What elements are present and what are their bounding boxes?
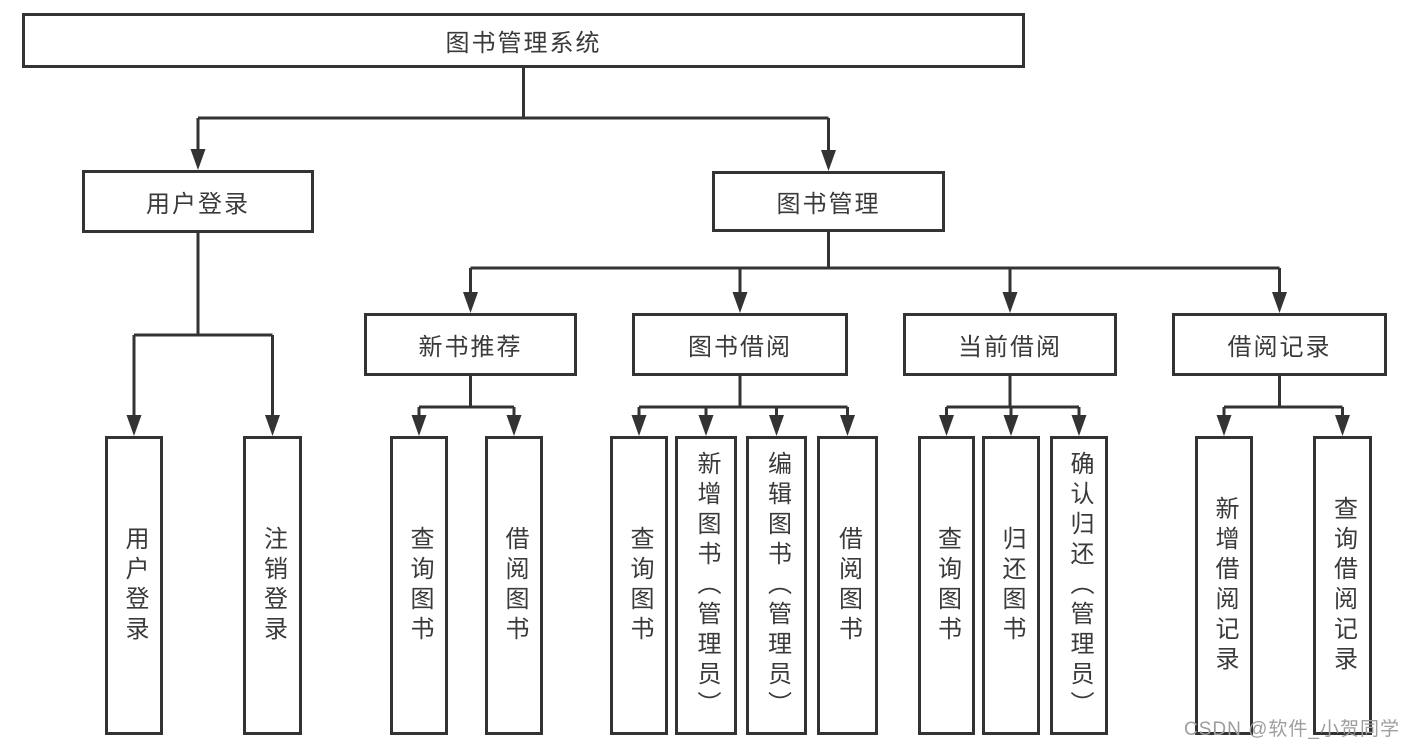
node-book-management: 图书管理 (712, 171, 945, 232)
node-label: 借阅图书 (501, 525, 528, 646)
node-borrow-records: 借阅记录 (1172, 313, 1387, 376)
arrowhead-down (840, 415, 855, 436)
leaf-borrow-book: 借阅图书 (485, 436, 543, 735)
leaf-confirm-return-admin: 确认归还（管理员） (1050, 436, 1108, 735)
arrowhead-down (126, 415, 142, 436)
node-label: 用户登录 (121, 525, 148, 646)
arrowhead-down (1003, 415, 1019, 436)
arrowhead-down (265, 415, 280, 436)
leaf-logout: 注销登录 (243, 436, 302, 735)
arrowhead-down (1216, 415, 1232, 436)
leaf-query-book: 查询图书 (610, 436, 668, 735)
connector-borrow-records (1216, 376, 1350, 436)
arrowhead-down (769, 415, 784, 436)
node-label: 用户登录 (146, 191, 250, 218)
node-label: 当前借阅 (958, 334, 1062, 361)
connector-user-login (126, 233, 280, 436)
node-label: 新书推荐 (418, 334, 523, 361)
leaf-return-book: 归还图书 (982, 436, 1040, 735)
leaf-query-borrow-record: 查询借阅记录 (1313, 436, 1372, 735)
watermark: CSDN @软件_小贺同学 (1184, 719, 1400, 740)
leaf-query-book: 查询图书 (390, 436, 448, 735)
node-label: 图书管理系统 (445, 30, 602, 57)
node-book-borrow: 图书借阅 (632, 313, 848, 376)
node-user-login: 用户登录 (82, 170, 314, 233)
arrowhead-down (411, 415, 427, 436)
node-label: 查询图书 (626, 525, 653, 646)
arrowhead-down (1071, 415, 1087, 436)
arrowhead-down (698, 415, 714, 436)
connector-book-mgmt (463, 232, 1287, 313)
node-label: 新增借阅记录 (1211, 495, 1238, 676)
connector-new-book-rec (411, 376, 522, 436)
node-label: 编辑图书（管理员） (763, 450, 791, 721)
node-label: 查询借阅记录 (1329, 495, 1357, 676)
arrowhead-down (463, 292, 478, 313)
arrowhead-down (1002, 292, 1018, 313)
node-new-book-recommend: 新书推荐 (364, 313, 577, 376)
leaf-query-book: 查询图书 (918, 436, 975, 735)
connector-root (190, 68, 836, 171)
node-label: 图书管理 (776, 191, 881, 218)
arrowhead-down (821, 150, 836, 171)
leaf-edit-book-admin: 编辑图书（管理员） (746, 436, 807, 735)
leaf-add-book-admin: 新增图书（管理员） (675, 436, 737, 735)
node-label: 查询图书 (406, 525, 433, 646)
arrowhead-down (732, 292, 748, 313)
node-library-system: 图书管理系统 (22, 13, 1025, 68)
node-label: 图书借阅 (688, 334, 792, 361)
arrowhead-down (1272, 292, 1287, 313)
arrowhead-down (190, 149, 206, 170)
connector-current-borrow (939, 376, 1087, 436)
arrowhead-down (631, 415, 647, 436)
leaf-user-login: 用户登录 (105, 436, 163, 735)
node-label: 归还图书 (998, 525, 1025, 646)
leaf-borrow-book: 借阅图书 (817, 436, 878, 735)
arrowhead-down (506, 415, 522, 436)
node-label: 确认归还（管理员） (1066, 450, 1093, 721)
node-label: 借阅记录 (1227, 334, 1332, 361)
node-label: 新增图书（管理员） (693, 450, 720, 721)
connector-book-borrow (631, 376, 855, 436)
node-label: 查询图书 (933, 525, 961, 646)
node-label: 注销登录 (259, 525, 287, 646)
node-label: 借阅图书 (834, 525, 862, 646)
arrowhead-down (939, 415, 954, 436)
arrowhead-down (1335, 415, 1350, 436)
leaf-add-borrow-record: 新增借阅记录 (1195, 436, 1253, 735)
node-current-borrow: 当前借阅 (903, 313, 1117, 376)
